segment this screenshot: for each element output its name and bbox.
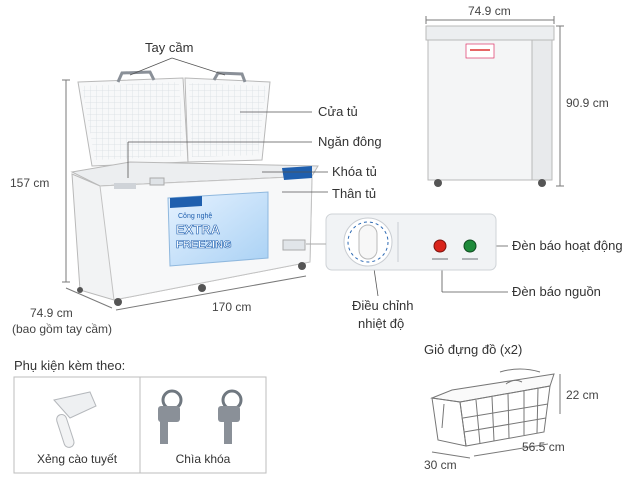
basket-illustration	[430, 368, 561, 459]
keys-icon	[158, 389, 243, 444]
dim-side-width: 74.9 cm	[468, 4, 511, 18]
basket-title: Giỏ đựng đồ (x2)	[424, 342, 523, 357]
freezer-front-view: Công nghệ EXTRA FREEZING	[70, 70, 319, 306]
label-lock: Khóa tủ	[332, 164, 377, 179]
lid-left-pattern	[82, 82, 184, 160]
dim-side-height: 90.9 cm	[566, 96, 609, 110]
label-handle: Tay cầm	[145, 40, 194, 55]
accessory-keys-label: Chìa khóa	[175, 452, 231, 466]
label-freezer: Ngăn đông	[318, 134, 382, 149]
lock-plate	[149, 177, 165, 186]
label-door: Cửa tủ	[318, 104, 358, 119]
dim-front-width: 170 cm	[212, 300, 252, 314]
lid-right-pattern	[189, 83, 266, 157]
dim-front-depth: 74.9 cm	[30, 306, 73, 320]
basket-depth: 30 cm	[424, 458, 457, 472]
control-panel-closeup	[306, 213, 497, 271]
scraper-icon	[53, 391, 97, 448]
leader-lines	[127, 57, 508, 297]
svg-text:EXTRA: EXTRA	[176, 222, 221, 237]
label-power-light: Đèn báo hoạt động	[512, 238, 623, 253]
status-light-red	[433, 239, 447, 253]
dim-front-height: 157 cm	[10, 176, 50, 190]
accessory-box-frame	[13, 376, 267, 474]
status-light-green	[463, 239, 477, 253]
label-thermostat-1: Điều chỉnh	[352, 298, 414, 313]
freezer-side-view	[425, 16, 564, 187]
basket-height: 22 cm	[566, 388, 599, 402]
label-body: Thân tủ	[332, 186, 377, 201]
dim-front-depth-note: (bao gồm tay cầm)	[12, 322, 113, 336]
front-dimension-lines	[62, 79, 307, 311]
brand-plate	[114, 183, 136, 189]
handle-right	[212, 71, 247, 83]
extra-freezing-badge: Công nghệ EXTRA FREEZING	[167, 191, 269, 267]
label-source-light: Đèn báo nguồn	[512, 284, 601, 299]
svg-text:Công nghệ: Công nghệ	[178, 213, 212, 220]
accessories-title: Phụ kiện kèm theo:	[14, 358, 126, 373]
label-thermostat-2: nhiệt độ	[358, 316, 405, 331]
accessory-scraper-label: Xẻng cào tuyết	[36, 452, 118, 466]
svg-text:FREEZING: FREEZING	[176, 239, 232, 251]
inverter-tag	[282, 166, 312, 180]
basket-length: 56.5 cm	[522, 440, 565, 454]
control-strip	[282, 239, 306, 251]
